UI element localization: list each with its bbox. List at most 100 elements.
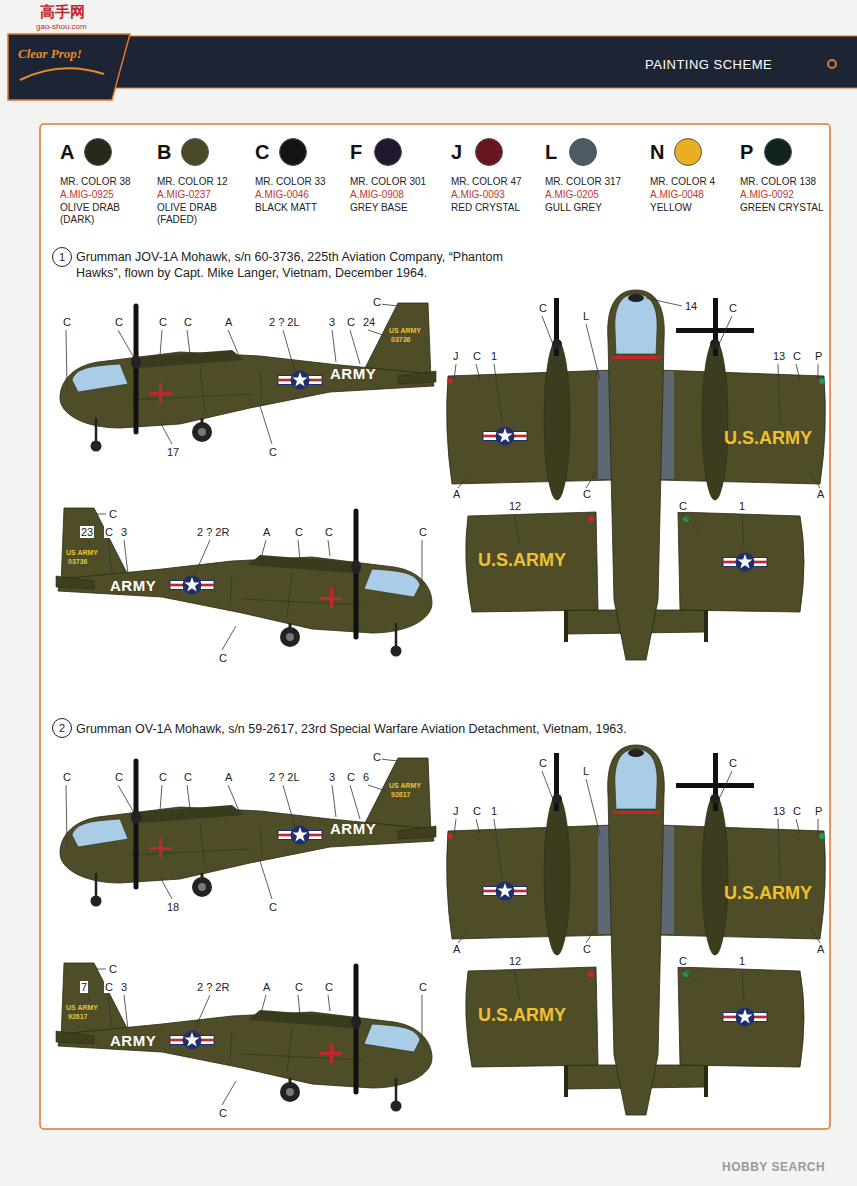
content-frame	[40, 124, 830, 1129]
callout-number: 3	[120, 981, 128, 993]
callout-number: 2 ? 2L	[268, 771, 301, 783]
callout-number: C	[418, 981, 428, 993]
callout-number: C	[108, 508, 118, 520]
aircraft-marking: U.S.ARMY	[478, 1005, 566, 1025]
color-letter: L	[545, 141, 557, 163]
tail-marking: US ARMY	[389, 782, 421, 790]
color-name: OLIVE DRAB (DARK)	[60, 202, 122, 226]
callout-number: C	[294, 526, 304, 538]
paint-code: MR. COLOR 33	[255, 176, 326, 188]
callout-number: C	[268, 446, 278, 458]
leader-line	[646, 298, 682, 306]
callout-number: C	[728, 302, 738, 314]
callout-number: 1	[738, 955, 746, 967]
color-swatch	[764, 138, 792, 166]
watermark: gao-shou.com	[36, 22, 87, 32]
color-swatch	[374, 138, 402, 166]
header-title: PAINTING SCHEME	[645, 57, 772, 73]
color-name: OLIVE DRAB (FADED)	[157, 202, 229, 226]
profile-caption: Grumman JOV-1A Mohawk, s/n 60-3736, 225t…	[76, 249, 546, 281]
callout-number: C	[183, 316, 193, 328]
color-swatch	[84, 138, 112, 166]
tail-marking: 03736	[391, 336, 410, 344]
aircraft-marking: U.S.ARMY	[724, 428, 812, 448]
callout-number: A	[224, 316, 233, 328]
tail-marking: 03736	[68, 558, 87, 566]
callout-number: 6	[362, 771, 370, 783]
callout-number: C	[158, 771, 168, 783]
callout-number: P	[814, 805, 823, 817]
callout-number: 17	[166, 446, 180, 458]
paint-code: A.MIG-0093	[451, 189, 505, 201]
tail-marking: US ARMY	[66, 1004, 98, 1012]
callout-number: C	[324, 526, 334, 538]
aircraft-marking: ARMY	[110, 578, 156, 594]
callout-number: A	[452, 943, 461, 955]
paint-code: MR. COLOR 138	[740, 176, 816, 188]
callout-number: C	[792, 350, 802, 362]
callout-number: A	[816, 943, 825, 955]
tail-marking: US ARMY	[66, 549, 98, 557]
paint-code: MR. COLOR 12	[157, 176, 228, 188]
header-band	[108, 36, 857, 88]
paint-code: MR. COLOR 38	[60, 176, 131, 188]
color-swatch	[674, 138, 702, 166]
paint-code: A.MIG-0237	[157, 189, 211, 201]
callout-number: 2 ? 2R	[196, 526, 230, 538]
callout-number: C	[372, 751, 382, 763]
callout-number: 3	[328, 316, 336, 328]
paint-code: MR. COLOR 301	[350, 176, 426, 188]
aircraft-marking: U.S.ARMY	[724, 883, 812, 903]
callout-number: C	[728, 757, 738, 769]
paint-code: MR. COLOR 4	[650, 176, 715, 188]
callout-number: C	[62, 316, 72, 328]
callout-number: C	[472, 350, 482, 362]
callout-number: C	[158, 316, 168, 328]
callout-number: C	[372, 296, 382, 308]
tail-marking: US ARMY	[389, 327, 421, 335]
paint-code: A.MIG-0925	[60, 189, 114, 201]
callout-number: 12	[508, 955, 522, 967]
callout-number: C	[582, 943, 592, 955]
aircraft-marking: U.S.ARMY	[478, 550, 566, 570]
color-name: YELLOW	[650, 202, 740, 214]
callout-number: 3	[120, 526, 128, 538]
callout-number: C	[104, 981, 114, 993]
header-rule	[108, 35, 857, 36]
color-name: GULL GREY	[545, 202, 635, 214]
header-rule	[108, 87, 857, 88]
callout-number: C	[114, 316, 124, 328]
watermark: HOBBY SEARCH	[722, 1160, 825, 1174]
callout-number: C	[582, 488, 592, 500]
callout-number: C	[108, 963, 118, 975]
callout-number: 13	[772, 805, 786, 817]
tail-marking: 92617	[391, 791, 410, 799]
callout-number: C	[678, 955, 688, 967]
color-letter: P	[740, 141, 753, 163]
callout-number: C	[324, 981, 334, 993]
callout-number: C	[218, 1107, 228, 1119]
color-letter: C	[255, 141, 269, 163]
callout-number: C	[294, 981, 304, 993]
callout-number: 24	[362, 316, 376, 328]
tail-marking: 92617	[68, 1013, 87, 1021]
callout-number: J	[452, 350, 460, 362]
callout-circle: 1	[52, 247, 72, 267]
paint-code: A.MIG-0908	[350, 189, 404, 201]
callout-number: C	[104, 526, 114, 538]
callout-number: 18	[166, 901, 180, 913]
paint-code: MR. COLOR 47	[451, 176, 522, 188]
color-name: GREEN CRYSTAL	[740, 202, 830, 214]
logo-swoosh	[20, 68, 104, 80]
callout-number: 2	[59, 722, 65, 734]
color-swatch	[475, 138, 503, 166]
callout-number: C	[183, 771, 193, 783]
callout-number: C	[218, 652, 228, 664]
callout-number: 12	[508, 500, 522, 512]
header-dot	[828, 60, 836, 68]
callout-number: C	[62, 771, 72, 783]
callout-number: 2 ? 2L	[268, 316, 301, 328]
callout-number: 1	[59, 251, 65, 263]
callout-number: A	[262, 981, 271, 993]
